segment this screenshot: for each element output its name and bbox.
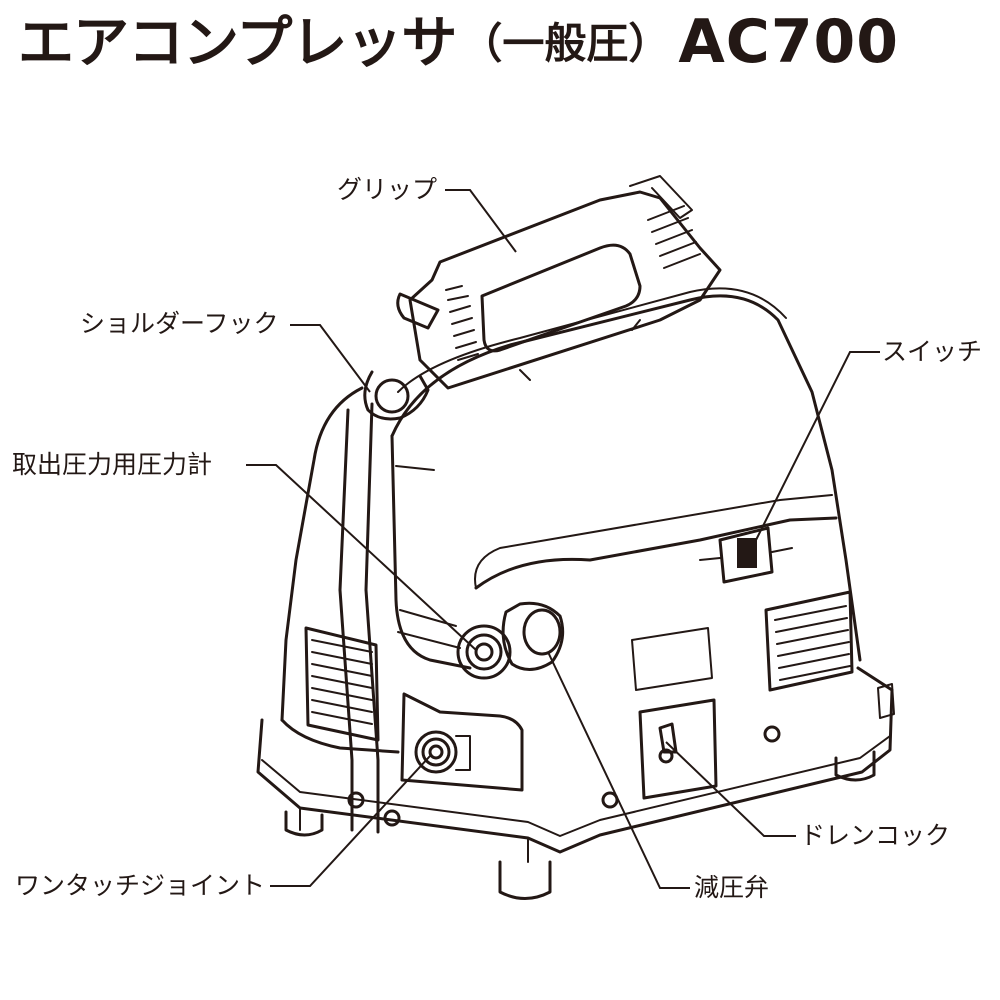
pressure-type: （一般圧） <box>460 19 671 68</box>
shoulder-hook-label: ショルダーフック <box>80 309 279 338</box>
outlet-gauge-leader <box>246 464 477 651</box>
drain-cock <box>658 722 678 754</box>
switch-housing <box>718 526 774 584</box>
front-foot <box>498 860 552 900</box>
grip-frame <box>408 190 722 390</box>
switch-leader <box>751 351 880 549</box>
grip-opening <box>480 243 642 353</box>
model-number: AC700 <box>678 7 900 77</box>
body-left-side <box>280 386 364 722</box>
one-touch-joint-recess <box>400 692 524 792</box>
left-foot <box>284 810 324 837</box>
right-foot <box>834 750 876 782</box>
switch-label: スイッチ <box>882 337 983 366</box>
outlet-gauge-label: 取出圧力用圧力計 <box>12 450 213 479</box>
front-panel <box>390 434 472 670</box>
one-touch-joint-label: ワンタッチジョイント <box>15 871 266 900</box>
shoulder-hook-leader <box>290 324 371 393</box>
switch <box>737 538 757 568</box>
body-top-shell <box>390 294 862 662</box>
one-touch-joint-leader <box>270 755 431 887</box>
base-tray <box>256 666 894 854</box>
outlet-pressure-gauge <box>456 624 512 680</box>
shoulder-strap <box>338 402 380 834</box>
page-title: エアコンプレッサ（一般圧）AC700 <box>18 12 899 72</box>
product-type: エアコンプレッサ <box>18 11 457 76</box>
bolt <box>383 809 401 827</box>
reducing-valve-label: 減圧弁 <box>694 873 770 902</box>
one-touch-joint <box>414 730 458 774</box>
grip-label: グリップ <box>337 175 438 204</box>
drain-cock-leader <box>665 741 796 837</box>
bolt <box>347 791 365 809</box>
grip-leader <box>445 189 517 253</box>
shoulder-hook <box>363 370 430 421</box>
bolt <box>601 791 619 809</box>
right-vent-frame <box>764 590 854 692</box>
drain-cock-recess <box>638 698 718 800</box>
reducing-valve-leader <box>547 651 690 889</box>
bolt <box>763 725 781 743</box>
drain-cock-label: ドレンコック <box>800 821 951 850</box>
